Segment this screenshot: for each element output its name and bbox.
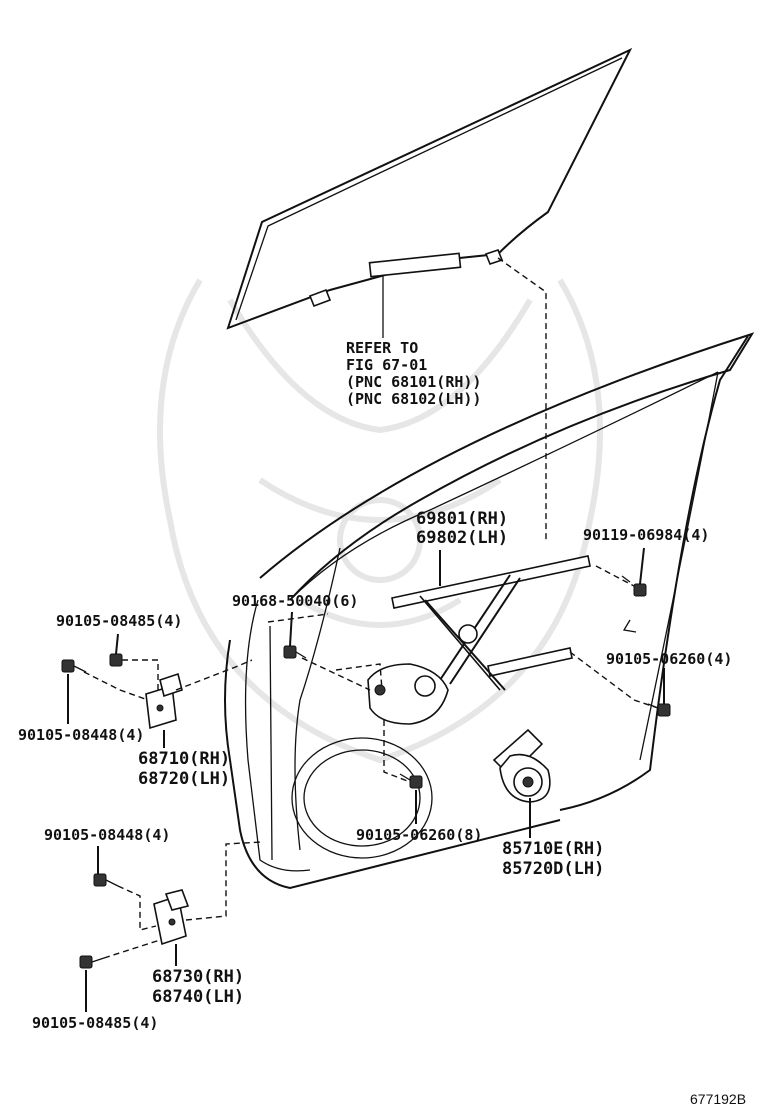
bolt-90105-08485-bottom-label: 90105-08485(4) bbox=[32, 1014, 158, 1032]
glass-clip-right-icon bbox=[484, 249, 504, 265]
bolt-icon bbox=[399, 773, 423, 789]
door-frame bbox=[224, 332, 755, 890]
glass-channel-icon bbox=[368, 252, 462, 278]
hinge-upper-lh-label: 68720(LH) bbox=[138, 769, 230, 789]
glass-ref-line-2: FIG 67-01 bbox=[346, 356, 427, 374]
bolt-icon bbox=[93, 873, 119, 887]
regulator-lh-label: 69802(LH) bbox=[416, 528, 508, 548]
leader-lines bbox=[67, 547, 665, 1012]
motor-rh-label: 85710E(RH) bbox=[502, 839, 604, 859]
bolt-icon bbox=[283, 645, 307, 659]
bolt-icon bbox=[109, 653, 123, 667]
assembly-lines bbox=[83, 257, 659, 959]
hinge-lower-lh-label: 68740(LH) bbox=[152, 987, 244, 1007]
bolt-icons bbox=[61, 575, 671, 969]
bolt-icon bbox=[647, 703, 671, 717]
hinge-upper-rh-label: 68710(RH) bbox=[138, 749, 230, 769]
regulator-motor bbox=[492, 728, 551, 803]
bolt-90168-label: 90168-50040(6) bbox=[232, 592, 358, 610]
bolt-90105-08448-bottom-label: 90105-08448(4) bbox=[44, 826, 170, 844]
bolt-90105-06260-right-label: 90105-06260(4) bbox=[606, 650, 732, 668]
glass-ref-line-1: REFER TO bbox=[346, 339, 418, 357]
glass-clip-left-icon bbox=[308, 288, 332, 308]
upper-hinge bbox=[145, 672, 183, 730]
regulator-rh-label: 69801(RH) bbox=[416, 509, 508, 529]
bolt-90105-08448-top-label: 90105-08448(4) bbox=[18, 726, 144, 744]
glass-ref-line-4: (PNC 68102(LH)) bbox=[346, 390, 481, 408]
figure-id: 677192B bbox=[690, 1091, 746, 1107]
callout-labels: REFER TO FIG 67-01 (PNC 68101(RH)) (PNC … bbox=[18, 339, 746, 1107]
bolt-90119-label: 90119-06984(4) bbox=[583, 526, 709, 544]
bolt-icon bbox=[79, 955, 105, 969]
watermark-logo bbox=[157, 278, 603, 764]
bolt-90105-06260-center-label: 90105-06260(8) bbox=[356, 826, 482, 844]
bolt-icon bbox=[621, 575, 647, 597]
motor-lh-label: 85720D(LH) bbox=[502, 859, 604, 879]
hinge-lower-rh-label: 68730(RH) bbox=[152, 967, 244, 987]
bolt-icon bbox=[61, 659, 87, 673]
lower-hinge bbox=[153, 889, 190, 946]
window-regulator bbox=[367, 555, 591, 725]
bolt-90105-08485-top-label: 90105-08485(4) bbox=[56, 612, 182, 630]
glass-ref-line-3: (PNC 68101(RH)) bbox=[346, 373, 481, 391]
